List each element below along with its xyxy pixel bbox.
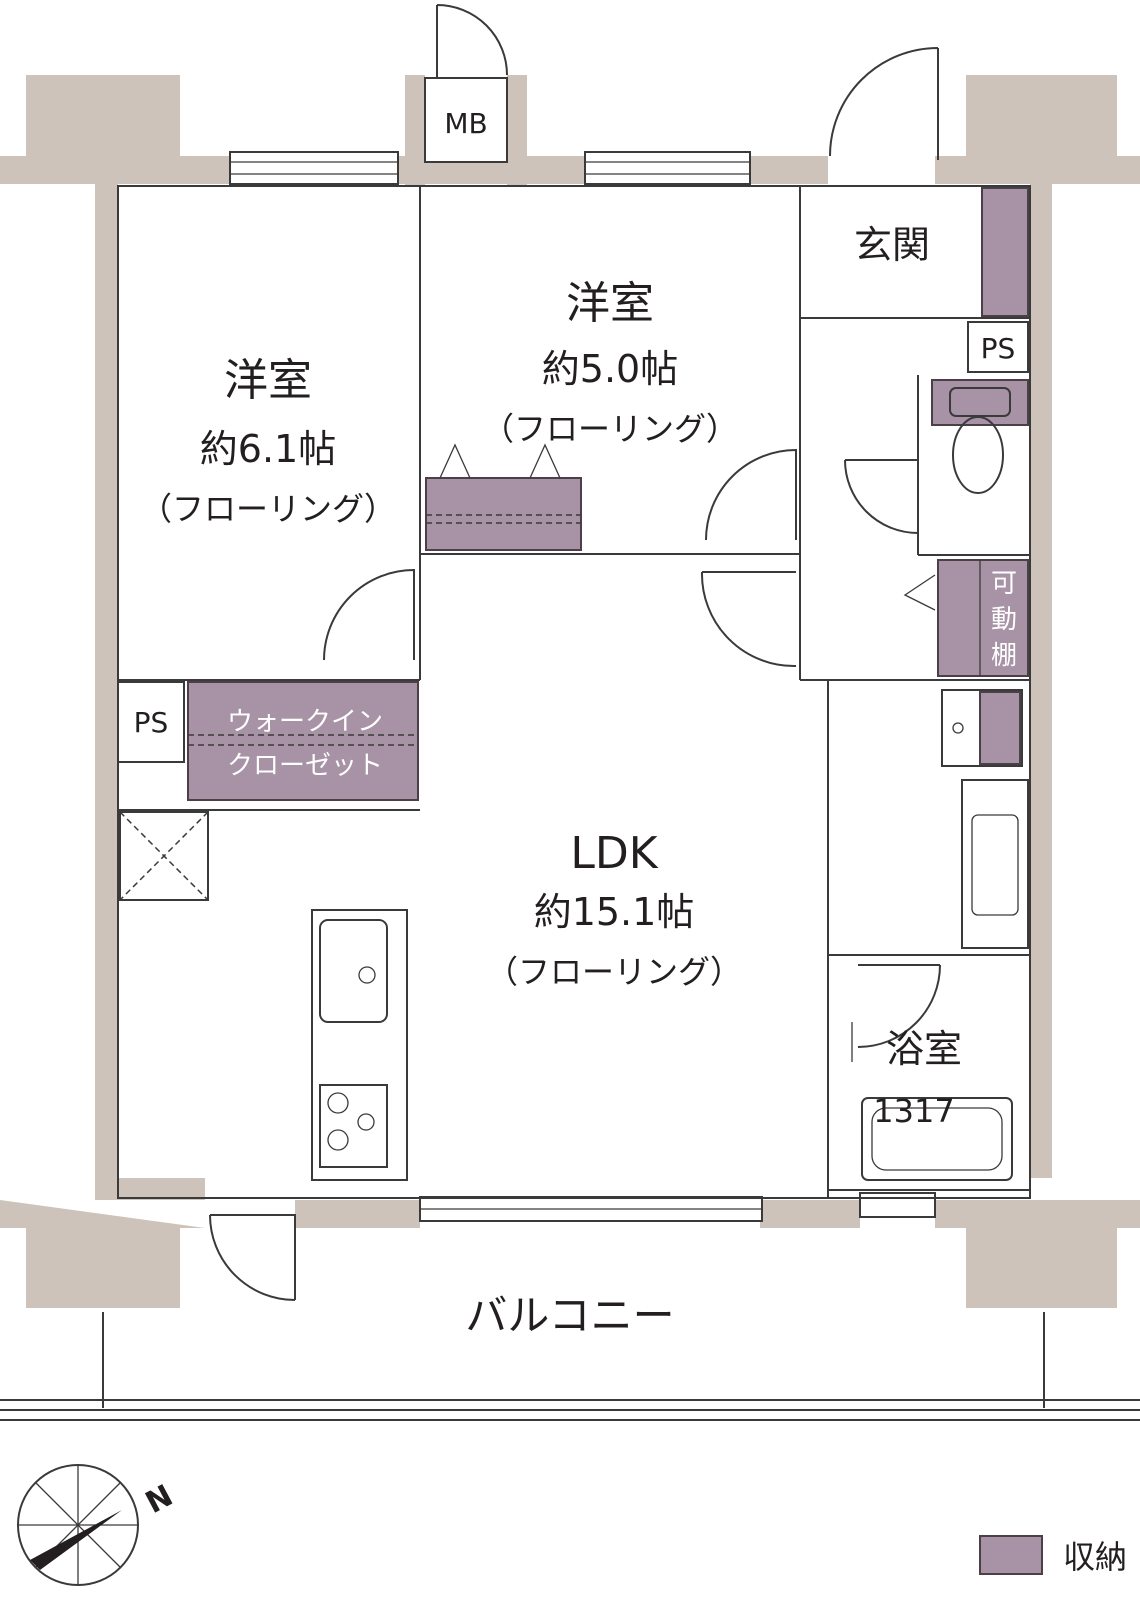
storage-entrance bbox=[981, 187, 1029, 317]
shelf-char-2: 動 bbox=[991, 605, 1017, 635]
ldk-area: 約15.1帖 bbox=[534, 890, 695, 934]
door-top-room[interactable] bbox=[705, 448, 797, 541]
shelf-char-1: 可 bbox=[991, 569, 1017, 599]
ps-left-label: PS bbox=[134, 706, 169, 739]
washer-space bbox=[961, 779, 1029, 949]
entrance-door[interactable] bbox=[829, 47, 939, 160]
bath-size: 1317 bbox=[873, 1092, 954, 1130]
door-left-room[interactable] bbox=[323, 568, 415, 661]
wic-label-line1: ウォークイン bbox=[227, 707, 383, 737]
storage-shelf bbox=[937, 559, 1029, 677]
storage-top-room bbox=[425, 477, 582, 551]
door-toilet[interactable] bbox=[844, 459, 919, 534]
compass-north-label: N bbox=[140, 1478, 179, 1521]
ps-left-box bbox=[117, 681, 185, 763]
mb-cabinet: MB bbox=[424, 4, 508, 163]
storage-wic bbox=[187, 681, 419, 801]
room-top-floor: （フローリング） bbox=[482, 410, 738, 448]
bottom-left-wall bbox=[0, 1178, 205, 1308]
room-left-area: 約6.1帖 bbox=[200, 427, 336, 471]
window-top-room bbox=[584, 151, 751, 185]
bottom-right-wall bbox=[935, 1200, 1140, 1308]
ps-top-label: PS bbox=[981, 332, 1016, 365]
sink-icon bbox=[319, 919, 388, 1023]
windows bbox=[229, 151, 936, 1222]
legend: 収納 bbox=[979, 1535, 1127, 1576]
entrance-label: 玄関 bbox=[854, 223, 930, 267]
stove-icon bbox=[319, 1084, 388, 1168]
shelf-char-3: 棚 bbox=[991, 641, 1017, 671]
room-top-name: 洋室 bbox=[566, 278, 654, 329]
kitchen bbox=[119, 811, 408, 1181]
legend-storage-label: 収納 bbox=[1063, 1538, 1127, 1576]
storage-areas bbox=[187, 187, 1029, 801]
top-wall-mid2 bbox=[748, 156, 828, 184]
legend-swatch bbox=[979, 1535, 1043, 1575]
storage-washroom bbox=[979, 691, 1021, 765]
walls bbox=[0, 75, 1140, 1308]
window-left-room bbox=[229, 151, 399, 185]
mb-label: MB bbox=[444, 107, 487, 140]
washbasin-icon bbox=[941, 689, 1023, 767]
toilet-icon bbox=[949, 387, 1011, 494]
room-top-area: 約5.0帖 bbox=[542, 347, 678, 391]
window-bath bbox=[859, 1192, 936, 1218]
door-balcony[interactable] bbox=[209, 1214, 296, 1301]
wic-label-line2: クローゼット bbox=[227, 751, 383, 781]
bottom-wall-mid bbox=[295, 1200, 420, 1228]
room-left-name: 洋室 bbox=[224, 355, 312, 406]
bottom-wall-mid2 bbox=[760, 1200, 860, 1228]
bathtub-icon bbox=[861, 1097, 1013, 1181]
ldk-name: LDK bbox=[570, 828, 658, 879]
ps-top-box bbox=[967, 321, 1029, 373]
balcony-label: バルコニー bbox=[465, 1291, 674, 1340]
balcony-railing bbox=[0, 1312, 1140, 1421]
top-left-wall bbox=[0, 75, 230, 1178]
door-ldk-hall[interactable] bbox=[700, 571, 797, 668]
storage-toilet-shelf bbox=[931, 379, 1029, 426]
room-left-floor: （フローリング） bbox=[140, 490, 396, 528]
ldk-floor: （フローリング） bbox=[486, 953, 742, 991]
compass-icon: N bbox=[17, 1464, 179, 1586]
door-bath[interactable] bbox=[857, 964, 941, 1048]
doors bbox=[209, 448, 941, 1301]
top-right-wall bbox=[935, 75, 1140, 1178]
bath-label: 浴室 bbox=[886, 1027, 962, 1071]
kitchen-counter bbox=[311, 909, 408, 1181]
